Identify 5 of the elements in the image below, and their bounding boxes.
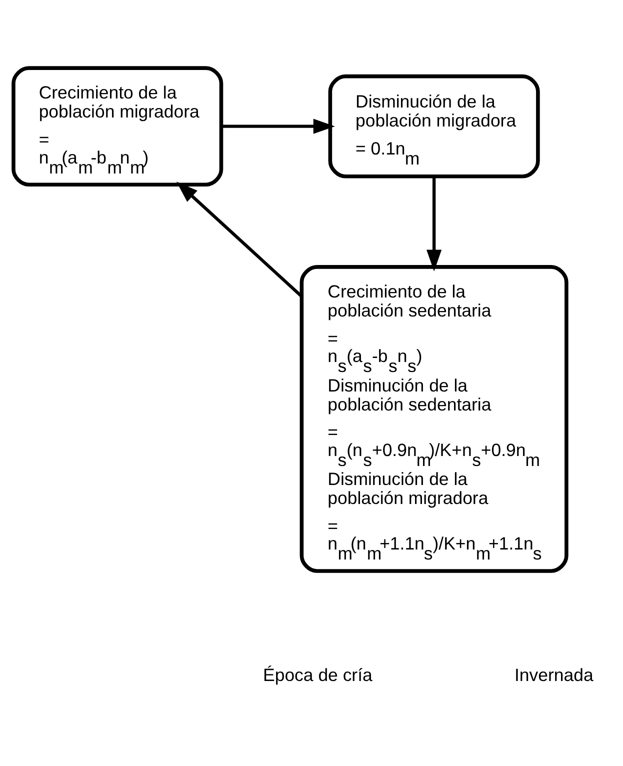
arrow: [221, 118, 335, 134]
label: Época de cría: [263, 664, 372, 684]
arrow: [176, 181, 303, 297]
label: Invernada: [514, 664, 594, 684]
arrow: [426, 176, 442, 271]
